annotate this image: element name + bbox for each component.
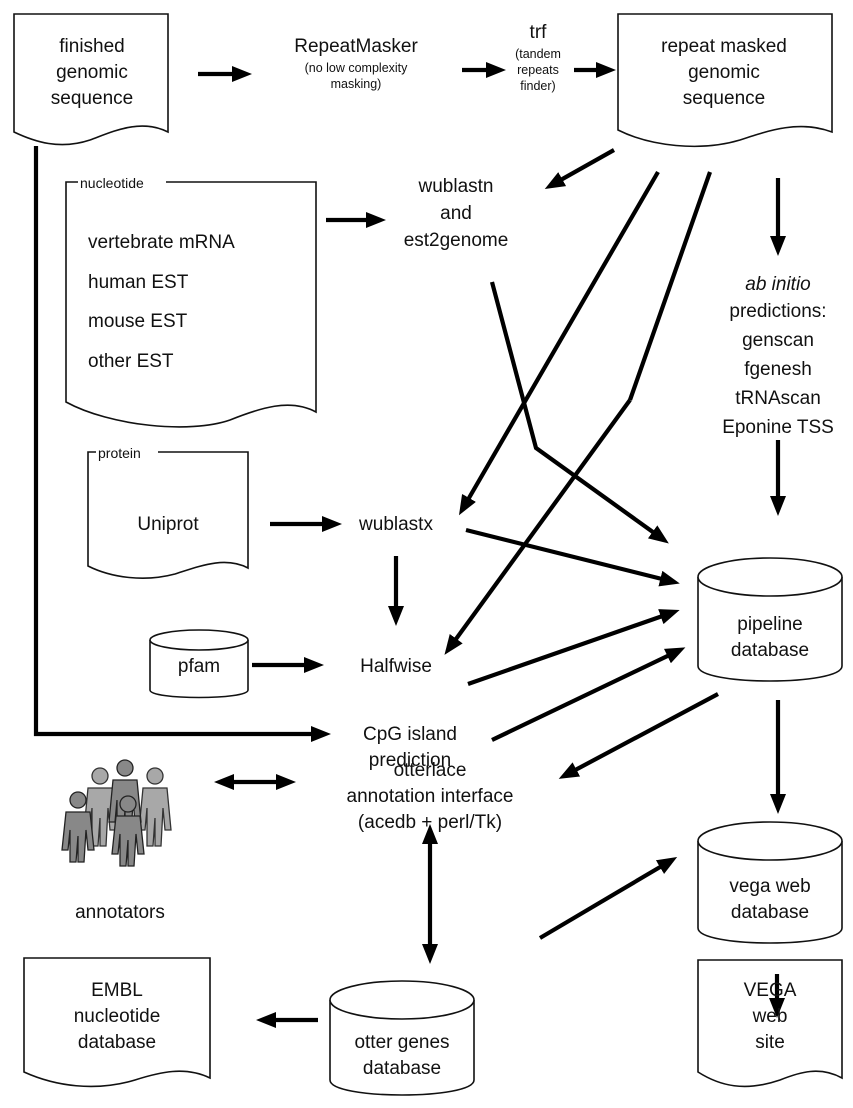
cpg-line-1: CpG island <box>363 724 457 745</box>
embl-line-2: nucleotide <box>74 1006 161 1027</box>
vega-db-line-1: vega web <box>729 876 810 897</box>
nucleotide-doc-shape <box>65 181 317 428</box>
repeatmasker-note-2: masking) <box>331 77 382 91</box>
nucleotide-item-4: other EST <box>88 351 174 372</box>
wublastn-line-3: est2genome <box>404 230 509 251</box>
nucleotide-item-2: human EST <box>88 272 189 293</box>
otterlace-line-2: annotation interface <box>347 786 514 807</box>
abinitio-item-1: genscan <box>742 330 814 351</box>
trf-note-3: finder) <box>520 79 555 93</box>
protein-item: Uniprot <box>137 514 199 535</box>
annotators-label: annotators <box>75 902 165 923</box>
otter-genes-line-2: database <box>363 1058 441 1079</box>
trf-note-1: (tandem <box>515 47 561 61</box>
nucleotide-item-3: mouse EST <box>88 311 188 332</box>
finished-line-2: genomic <box>56 62 128 83</box>
nucleotide-item-1: vertebrate mRNA <box>88 232 235 253</box>
embl-line-1: EMBL <box>91 980 143 1001</box>
vega-db-cylinder <box>697 821 843 944</box>
otterlace-line-3: (acedb + perl/Tk) <box>358 812 502 833</box>
otterlace-line-1: otterlace <box>394 760 467 781</box>
abinitio-item-3: tRNAscan <box>735 388 821 409</box>
abinitio-item-2: fgenesh <box>744 359 812 380</box>
vega-site-doc-shape <box>697 959 843 1088</box>
masked-line-1: repeat masked <box>661 36 787 57</box>
pipeline-line-2: database <box>731 640 809 661</box>
halfwise-label: Halfwise <box>360 656 432 677</box>
wublastn-line-2: and <box>440 203 472 224</box>
masked-sequence-shape <box>617 13 833 148</box>
vega-site-line-2: web <box>752 1006 788 1027</box>
vega-site-line-1: VEGA <box>744 980 797 1001</box>
protein-tag: protein <box>98 445 141 461</box>
pipeline-line-1: pipeline <box>737 614 803 635</box>
pipeline-db-cylinder <box>697 557 843 682</box>
finished-sequence-shape <box>13 13 169 146</box>
masked-line-3: sequence <box>683 88 765 109</box>
finished-line-1: finished <box>59 36 125 57</box>
embl-line-3: database <box>78 1032 156 1053</box>
abinitio-item-4: Eponine TSS <box>722 417 834 438</box>
annotators-icon <box>61 759 172 867</box>
vega-db-line-2: database <box>731 902 809 923</box>
masked-line-2: genomic <box>688 62 760 83</box>
nucleotide-tag: nucleotide <box>80 175 144 191</box>
wublastn-line-1: wublastn <box>418 176 494 197</box>
trf-note-2: repeats <box>517 63 559 77</box>
vega-site-line-3: site <box>755 1032 785 1053</box>
pfam-cylinder <box>149 629 249 699</box>
abinitio-heading-2: predictions: <box>729 301 826 322</box>
protein-doc-shape <box>87 451 249 579</box>
wublastx-label: wublastx <box>358 514 433 535</box>
otter-genes-line-1: otter genes <box>354 1032 449 1053</box>
repeatmasker-note-1: (no low complexity <box>305 61 409 75</box>
pfam-label: pfam <box>178 656 220 677</box>
embl-doc-shape <box>23 957 211 1088</box>
otter-genes-db-cylinder <box>329 980 475 1096</box>
finished-line-3: sequence <box>51 88 133 109</box>
abinitio-heading-1: ab initio <box>745 274 811 295</box>
arrows <box>33 62 786 1028</box>
cpg-line-2: prediction <box>369 750 451 771</box>
trf-title: trf <box>530 22 548 43</box>
repeatmasker-title: RepeatMasker <box>294 36 418 57</box>
